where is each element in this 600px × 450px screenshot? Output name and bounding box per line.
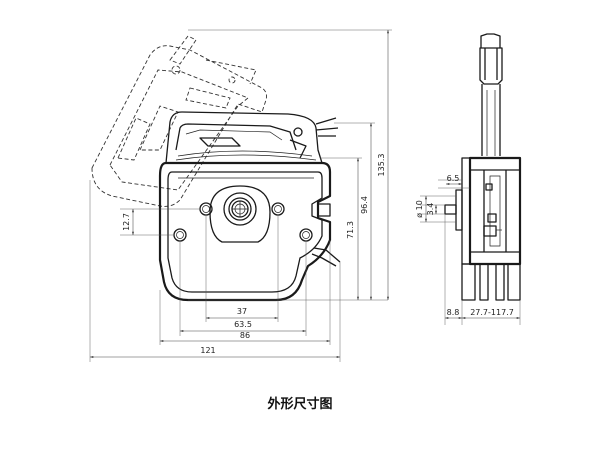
dim-121: 121 — [200, 346, 215, 355]
dim-63-5: 63.5 — [234, 320, 252, 329]
dimension-lines — [90, 29, 389, 358]
dim-86: 86 — [240, 331, 250, 340]
dim-diameter-10: ø 10 — [415, 200, 424, 218]
figure-caption: 外形尺寸图 — [267, 397, 333, 412]
extension-lines — [89, 29, 392, 362]
dim-37: 37 — [237, 307, 247, 316]
dim-8-8: 8.8 — [447, 308, 460, 317]
closed-lever — [165, 111, 339, 164]
rotor-hub — [209, 185, 271, 243]
dim-3-4: 3.4 — [426, 203, 435, 216]
side-view: 6.5 ø 10 3.4 8.8 27.7-117.7 — [415, 33, 522, 325]
open-lever-ghost — [91, 35, 267, 207]
dim-71-3: 71.3 — [346, 221, 355, 239]
dim-135-3: 135.3 — [377, 154, 386, 177]
dimension-labels: 37 63.5 86 121 12.7 71.3 96.4 135.3 — [122, 154, 386, 355]
dim-12-7: 12.7 — [122, 213, 131, 231]
pump-housing — [158, 161, 341, 302]
dim-6-5: 6.5 — [447, 174, 460, 183]
dim-96-4: 96.4 — [360, 196, 369, 214]
front-view: 37 63.5 86 121 12.7 71.3 96.4 135.3 — [89, 29, 392, 362]
dim-27-7-117-7: 27.7-117.7 — [470, 308, 514, 317]
